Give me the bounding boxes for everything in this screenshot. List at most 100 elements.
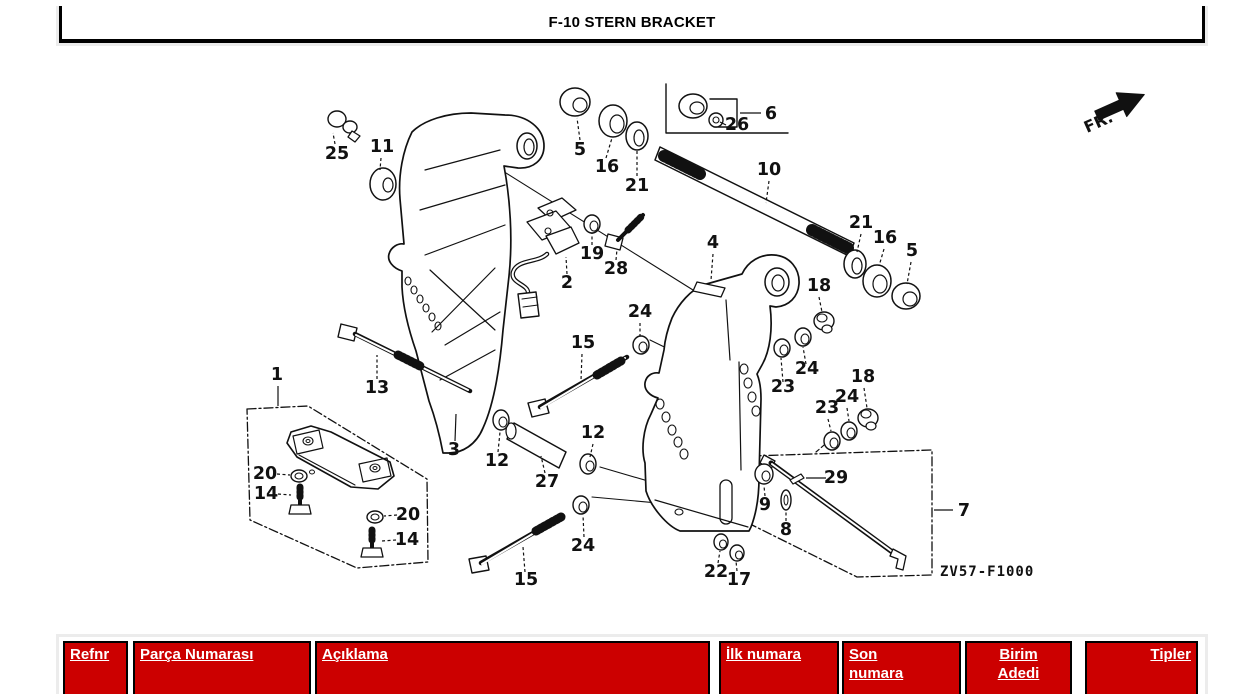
leader-line-23 <box>827 418 832 432</box>
part-label-5: 5 <box>574 140 586 160</box>
part-label-14: 14 <box>395 530 419 550</box>
part-label-11: 11 <box>370 137 394 157</box>
col-parca-numarasi-label[interactable]: Parça Numarası <box>140 646 254 663</box>
part-label-12: 12 <box>485 451 509 471</box>
leader-line-27 <box>540 455 546 474</box>
leader-line-9 <box>763 485 766 497</box>
part-label-21: 21 <box>849 213 873 233</box>
page-title: F-10 STERN BRACKET <box>548 14 716 31</box>
bush-12b <box>579 453 597 475</box>
part-label-7: 7 <box>958 501 970 521</box>
fr-arrow-icon <box>1094 92 1145 121</box>
washer-20 <box>290 469 308 483</box>
part-label-16: 16 <box>595 157 619 177</box>
leader-line-21 <box>856 233 862 253</box>
leader-line-22 <box>717 550 721 564</box>
part-label-22: 22 <box>704 562 728 582</box>
part-label-10: 10 <box>757 160 781 180</box>
part-label-26: 26 <box>725 115 749 135</box>
bush-9 <box>754 463 774 485</box>
leader-line-24 <box>582 514 585 538</box>
part-label-2: 2 <box>561 273 573 293</box>
sensor-25 <box>327 110 347 128</box>
bracket-slot <box>719 479 733 525</box>
leader-line-12 <box>497 431 501 453</box>
leader-line-24 <box>846 407 850 422</box>
cap-5b <box>891 282 921 310</box>
part-label-8: 8 <box>780 520 792 540</box>
fiche-code: ZV57-F1000 <box>940 564 1034 580</box>
col-birim-adedi-label[interactable]: Birim Adedi <box>997 646 1040 682</box>
leader-line-2 <box>565 256 568 275</box>
part-label-21: 21 <box>625 176 649 196</box>
col-tipler: Tipler <box>1085 641 1198 694</box>
leader-line-14 <box>277 493 292 496</box>
bush-12 <box>492 409 510 431</box>
header-box: F-10 STERN BRACKET <box>59 6 1205 43</box>
leader-line-23 <box>780 357 784 383</box>
part-label-20: 20 <box>253 464 277 484</box>
part-label-24: 24 <box>835 387 859 407</box>
part-label-20: 20 <box>396 505 420 525</box>
col-refnr-label[interactable]: Refnr <box>70 646 110 663</box>
col-birim-adedi: Birim Adedi <box>965 641 1072 694</box>
col-aciklama: Açıklama <box>315 641 710 694</box>
group-6-bracket <box>709 98 738 128</box>
leader-line-18 <box>863 387 868 409</box>
leader-line-11 <box>379 157 382 171</box>
part-label-1: 1 <box>271 365 283 385</box>
group-1-box <box>246 405 429 569</box>
col-tipler-label[interactable]: Tipler <box>1150 646 1191 663</box>
col-ilk-numara-label[interactable]: İlk numara <box>726 646 802 663</box>
part-label-15: 15 <box>571 333 595 353</box>
diagram-shapes <box>246 83 933 578</box>
fiche-corner-mark <box>665 83 789 134</box>
col-parca-numarasi: Parça Numarası <box>133 641 311 694</box>
washer-23 <box>773 338 791 358</box>
leader-line-5 <box>906 261 912 285</box>
col-aciklama-label[interactable]: Açıklama <box>322 646 388 663</box>
part-label-25: 25 <box>325 144 349 164</box>
leader-line-26 <box>719 121 727 126</box>
bolt-13-head <box>337 323 358 342</box>
page-header: F-10 STERN BRACKET <box>56 6 1208 46</box>
nut-24a <box>632 335 650 355</box>
col-refnr: Refnr <box>63 641 128 694</box>
part-label-9: 9 <box>759 495 771 515</box>
leader-line-25 <box>332 132 336 145</box>
bracket-right-tab <box>692 281 726 298</box>
nut-24d <box>572 495 590 515</box>
leader-line-4 <box>710 253 714 281</box>
part-label-18: 18 <box>807 276 831 296</box>
bush-6 <box>678 93 708 119</box>
leader-line-24 <box>802 346 807 365</box>
col-ilk-numara: İlk numara <box>719 641 839 694</box>
nut-16b <box>862 264 892 298</box>
part-label-23: 23 <box>815 398 839 418</box>
part-label-28: 28 <box>604 259 628 279</box>
leader-line-18 <box>818 296 823 313</box>
washer-26 <box>708 112 724 128</box>
part-label-14: 14 <box>254 484 278 504</box>
part-label-24: 24 <box>628 302 652 322</box>
washer-24 <box>794 327 812 347</box>
part-label-29: 29 <box>824 468 848 488</box>
pin-29 <box>789 473 805 485</box>
part-label-15: 15 <box>514 570 538 590</box>
leader-line-12 <box>589 443 594 458</box>
leader-line-20 <box>383 514 398 517</box>
sensor-cable <box>510 251 550 295</box>
part-label-27: 27 <box>535 472 559 492</box>
part-label-19: 19 <box>580 244 604 264</box>
col-son-numara-label[interactable]: Son numara <box>849 646 904 682</box>
bracket-right-eye <box>764 267 790 297</box>
leader-line-10 <box>765 180 770 204</box>
part-label-5: 5 <box>906 241 918 261</box>
washer-20b <box>366 510 384 524</box>
part-label-4: 4 <box>707 233 719 253</box>
leader-line-16 <box>605 137 613 159</box>
nut-22 <box>713 533 729 551</box>
part-label-16: 16 <box>873 228 897 248</box>
cap-5 <box>559 87 591 117</box>
